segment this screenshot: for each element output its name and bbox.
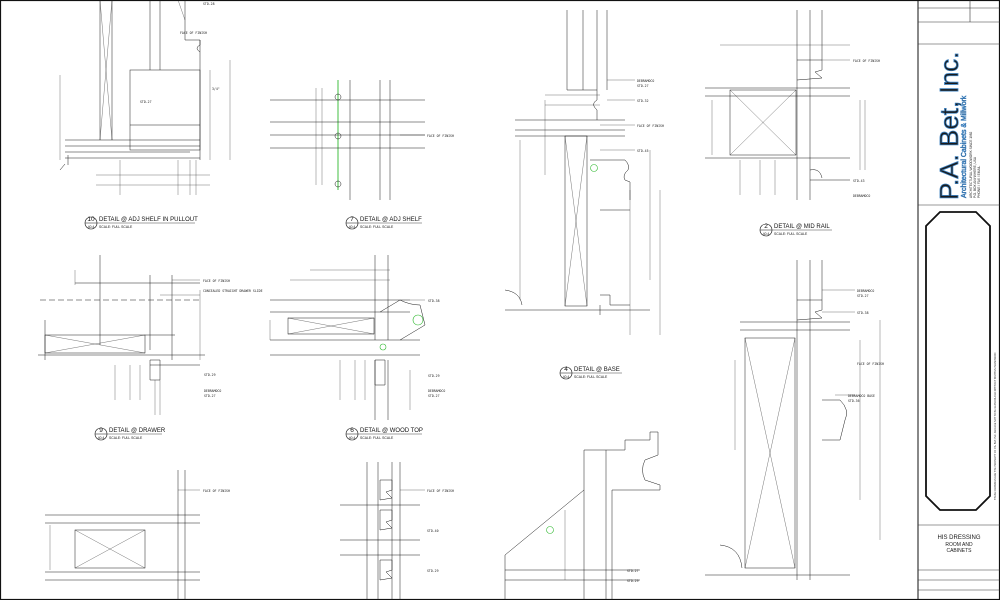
d10-label-std: STD-27 — [140, 100, 152, 104]
d6-label-std-b: STD-29 — [428, 374, 440, 378]
detail-9-drawing — [38, 255, 205, 415]
d6-green-marker-2 — [379, 343, 387, 351]
detail-2-drawing — [705, 10, 866, 200]
company-address-1: ARCHITECTURAL WOODWORK SINCE 1982 — [969, 131, 973, 198]
d6-label-std-c: STD-27 — [428, 394, 440, 398]
sheet-name-line-2: ROOM AND — [945, 542, 973, 548]
sheet-name-line-1: HIS DRESSING — [937, 535, 980, 541]
d10-scale: SCALE: FULL SCALE — [99, 225, 133, 229]
d7-label-face: FACE OF FINISH — [427, 134, 454, 138]
detail-10-drawing — [59, 0, 231, 195]
company-logo: P.A. Bet, Inc. — [934, 52, 964, 200]
d6-title: DETAIL @ WOOD TOP — [360, 428, 423, 434]
d2-sheet: 40.4 — [763, 232, 770, 236]
caption-detail-7: 7 40.4 DETAIL @ ADJ SHELF SCALE: FULL SC… — [345, 216, 422, 230]
stamp-octagon — [925, 211, 991, 511]
d9-label-std: STD-29 — [204, 373, 216, 377]
dB2-label-face: FACE OF FINISH — [427, 489, 454, 493]
d9-title: DETAIL @ DRAWER — [109, 428, 166, 434]
d6-green-marker — [412, 314, 424, 326]
dB3-green-marker — [546, 526, 554, 534]
d10-label-face: FACE OF FINISH — [180, 31, 207, 35]
d2-label-std-e: STD-43 — [853, 179, 865, 183]
d4-label-std-c: STD-32 — [637, 99, 649, 103]
dR-label-std: STD-27 — [857, 294, 869, 298]
dB1-label-face: FACE OF FINISH — [203, 489, 230, 493]
d9-number: 9 — [99, 427, 103, 434]
d4-label-std-d: STD-45 — [637, 149, 649, 153]
d6-number: 6 — [350, 427, 354, 434]
dB2-label-std-b: STD-29 — [427, 569, 439, 573]
d9-sheet: 40.4 — [98, 436, 105, 440]
detail-6-drawing — [269, 255, 426, 420]
d10-dim-a: 3/4" — [212, 87, 220, 91]
d6-sheet: 40.4 — [349, 436, 356, 440]
d9-label-concealed: CONCEALED STRAIGHT DRAWER SLIDE — [203, 289, 263, 293]
d9-label-face: FACE OF FINISH — [203, 279, 230, 283]
caption-detail-4: 4 40.4 DETAIL @ BASE SCALE: FULL SCALE — [559, 366, 622, 380]
d4-sheet: 40.4 — [563, 375, 570, 379]
dR-label-std-h: STD-36 — [848, 399, 860, 403]
caption-detail-6: 6 40.4 DETAIL @ WOOD TOP SCALE: FULL SCA… — [345, 427, 423, 441]
d2-number: 2 — [764, 223, 768, 230]
d10-number: 10 — [87, 216, 95, 223]
d2-scale: SCALE: FULL SCALE — [774, 232, 808, 236]
d7-sheet: 40.4 — [349, 225, 356, 229]
disclaimer-text: THESE DRAWINGS ARE THE PROPERTY OF P.A. … — [994, 352, 997, 500]
d4-label-face: FACE OF FINISH — [637, 124, 664, 128]
detail-bottom-mid-drawing — [340, 462, 425, 600]
detail-right-drawing — [705, 260, 881, 580]
d7-title: DETAIL @ ADJ SHELF — [360, 217, 422, 223]
dR-label-face: FACE OF FINISH — [857, 362, 884, 366]
d9-label-std-b: STD-27 — [204, 394, 216, 398]
d10-sheet: 40.4 — [88, 225, 95, 229]
d4-label-std: STD-27 — [637, 84, 649, 88]
company-address-3: PHONE / FAX / EMAIL — [977, 166, 981, 198]
d2-label-face: FACE OF FINISH — [853, 59, 880, 63]
dB2-label-std: STD-40 — [427, 529, 439, 533]
d7-number: 7 — [350, 216, 354, 223]
detail-bottom-left-drawing — [45, 470, 200, 600]
detail-7-drawing — [270, 80, 425, 200]
company-address-2: P.O. BOX ANYWHERE, USA — [973, 156, 977, 198]
d2-title: DETAIL @ MID RAIL — [774, 224, 830, 230]
company-tagline: Architectural Cabinets & Millwork — [961, 95, 968, 198]
d6-scale: SCALE: FULL SCALE — [360, 436, 394, 440]
d6-label-molding: DEBRAMOCO — [428, 389, 445, 393]
d9-scale: SCALE: FULL SCALE — [109, 436, 143, 440]
detail-4-drawing — [504, 10, 661, 335]
d2-label-molding: DEBRAMOCO — [853, 194, 870, 198]
dR-label-molding: DEBRAMOCO — [857, 289, 874, 293]
d10-title: DETAIL @ ADJ SHELF IN PULLOUT — [99, 217, 198, 223]
d4-number: 4 — [564, 366, 568, 373]
d4-green-marker — [590, 164, 598, 172]
title-block: P.A. Bet, Inc. Architectural Cabinets & … — [918, 0, 1000, 591]
dR-label-std-b: STD-38 — [857, 311, 869, 315]
d9-label-molding: DEBRAMOCO — [204, 389, 221, 393]
caption-detail-10: 10 40.4 DETAIL @ ADJ SHELF IN PULLOUT SC… — [84, 216, 198, 230]
caption-detail-9: 9 40.4 DETAIL @ DRAWER SCALE: FULL SCALE — [94, 427, 166, 441]
dB3-label-std: STD-27 — [627, 569, 639, 573]
dR-label-molding-base: DEBRAMOCO BASE — [848, 394, 875, 398]
detail-bottom-right-drawing — [504, 431, 661, 600]
d4-label-molding: DEBRAMOCO — [637, 79, 654, 83]
d4-title: DETAIL @ BASE — [574, 367, 620, 373]
d4-scale: SCALE: FULL SCALE — [574, 375, 608, 379]
d6-label-std: STD-38 — [428, 299, 440, 303]
sheet-name-line-3: CABINETS — [946, 548, 972, 554]
dB3-label-std-b: STD-29 — [627, 579, 639, 583]
caption-detail-2: 2 40.4 DETAIL @ MID RAIL SCALE: FULL SCA… — [759, 223, 832, 237]
d7-scale: SCALE: FULL SCALE — [360, 225, 394, 229]
d10-label-std-b: STD-28 — [203, 2, 215, 6]
